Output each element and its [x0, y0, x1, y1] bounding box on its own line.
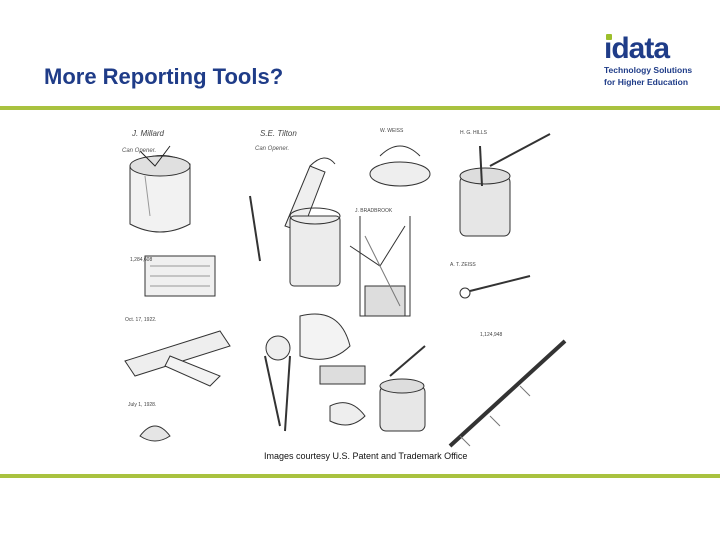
logo-dot-icon [606, 34, 612, 40]
svg-text:July 1, 1928.: July 1, 1928. [128, 402, 156, 408]
image-credit-caption: Images courtesy U.S. Patent and Trademar… [264, 451, 468, 461]
bottom-accent-rule [0, 474, 720, 478]
key-drawing: A. T. ZEISS [450, 262, 531, 299]
svg-text:Oct. 17, 1922.: Oct. 17, 1922. [125, 317, 156, 323]
tower-mechanism-drawing: J. BRADBROOK [349, 208, 411, 317]
svg-text:A. T. ZEISS: A. T. ZEISS [450, 262, 476, 268]
small-opener-drawing: July 1, 1928. [128, 402, 171, 442]
svg-text:1,284,608: 1,284,608 [130, 257, 152, 263]
logo-wordmark: idata [604, 32, 670, 65]
svg-text:J. Millard: J. Millard [131, 129, 165, 138]
svg-text:S.E. Tilton: S.E. Tilton [260, 129, 297, 138]
logo-tagline-2: for Higher Education [604, 77, 689, 87]
svg-text:Can Opener.: Can Opener. [122, 148, 156, 154]
pliers-drawing [264, 313, 351, 432]
dish-drawing: W. WEISS [369, 128, 431, 187]
top-accent-rule [0, 106, 720, 110]
svg-text:W. WEISS: W. WEISS [380, 128, 404, 134]
svg-text:1,124,948: 1,124,948 [480, 332, 502, 338]
slide-title: More Reporting Tools? [44, 64, 284, 89]
logo-tagline-1: Technology Solutions [604, 65, 693, 75]
patent-drawings-collage: J. Millard Can Opener. S.E. Tilton Can O… [110, 116, 580, 464]
diagonal-tool-drawing: 1,124,948 [448, 332, 567, 448]
can-opener-drawing-2: S.E. Tilton Can Opener. [249, 129, 341, 287]
svg-text:H. G. HILLS: H. G. HILLS [460, 130, 488, 136]
svg-text:Can Opener.: Can Opener. [255, 146, 289, 152]
tin-sheet-drawing: 1,284,608 [130, 255, 216, 297]
can-bottom-drawing [319, 345, 426, 432]
lever-opener-drawing: Oct. 17, 1922. [124, 317, 231, 387]
can-opener-drawing-1: J. Millard Can Opener. [122, 129, 191, 233]
svg-text:J. BRADBROOK: J. BRADBROOK [355, 208, 393, 214]
idata-logo: idata Technology Solutions for Higher Ed… [604, 34, 704, 94]
can-key-drawing: H. G. HILLS [459, 130, 551, 237]
